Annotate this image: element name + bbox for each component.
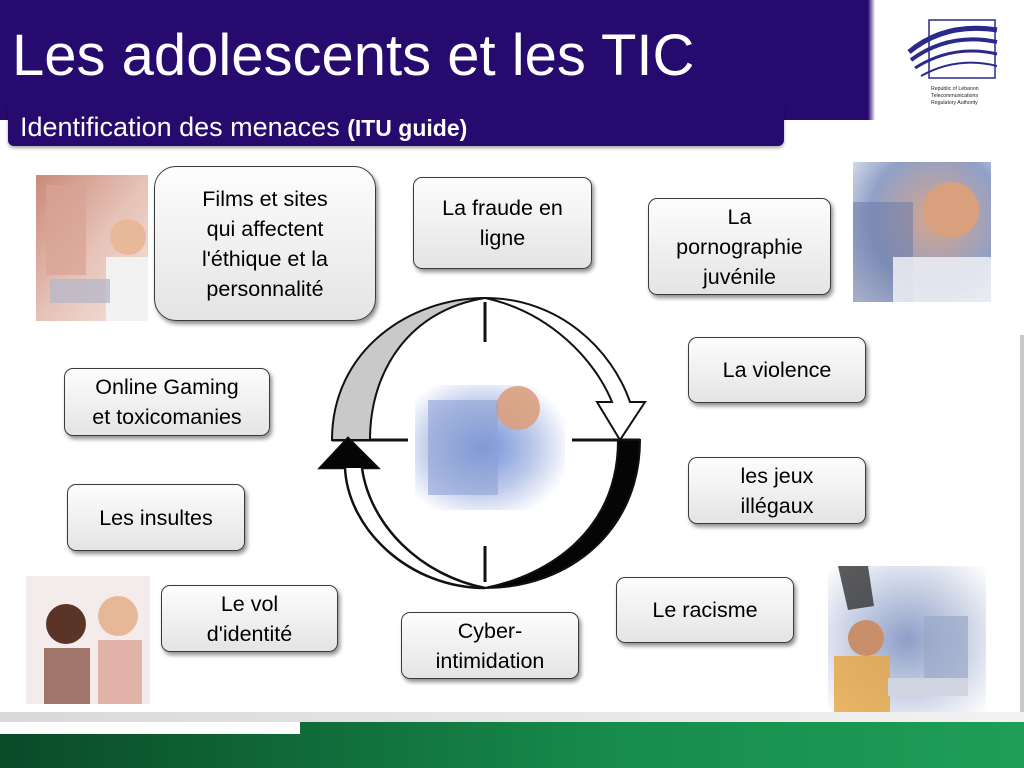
threat-vol-line: d'identité [206,621,293,646]
threat-insultes: Les insultes [67,484,245,551]
photo-girl-laptop-bottomright [828,566,986,714]
threat-jeux-illegaux: les jeux illégaux [688,457,866,524]
threat-films-line: Films et sites [202,186,328,211]
threat-jeux-line: les jeux [740,463,814,488]
threat-gaming-line: Online Gaming [95,375,239,399]
threat-violence-line: La violence [722,358,832,382]
threat-vol-line: Le vol [220,591,279,616]
threat-porno-line: La [727,204,752,229]
threat-porno-line: pornographie [676,234,803,259]
threat-films-line: qui affectent [206,216,324,241]
central-photo-head [496,386,540,430]
photo-boy-computer-topright [853,162,991,302]
slide-subtitle: Identification des menaces (ITU guide) [20,110,467,145]
threat-vol-identite: Le vol d'identité [161,585,338,652]
threat-jeux-line: illégaux [740,493,814,518]
photo-kids-bottomleft [26,576,150,704]
threat-violence: La violence [688,337,866,403]
threat-gaming-line: et toxicomanies [92,405,242,429]
subtitle-main: Identification des menaces [20,112,348,142]
cycle-arrowhead-left [320,438,378,468]
threat-cyber-line: Cyber- [457,618,523,643]
subtitle-bar [8,104,784,146]
footer-gray-band [0,712,1024,722]
threat-cyber-intimidation: Cyber- intimidation [401,612,579,679]
footer-notch [0,722,300,734]
central-photo-laptop [428,400,498,495]
threat-insultes-line: Les insultes [99,505,213,530]
logo-line-2: Telecommunications [931,93,978,99]
slide-title: Les adolescents et les TIC [12,23,695,88]
threat-fraude-line: La fraude en [442,196,563,220]
tra-logo: Republic of Lebanon Telecommunications R… [907,19,998,106]
threat-cyber-line: intimidation [435,648,545,673]
threat-pornographie-juvenile: La pornographie juvénile [648,198,831,295]
threat-porno-line: juvénile [703,264,776,289]
right-edge-rail [1020,335,1024,720]
threat-racisme: Le racisme [616,577,794,643]
subtitle-source: (ITU guide) [347,115,468,141]
photo-teen-computer-topleft [36,175,148,321]
threat-racisme-line: Le racisme [652,598,758,622]
cycle-diagram [317,297,647,590]
threat-fraude-en-ligne: La fraude en ligne [413,177,592,269]
threat-films-ethique: Films et sites qui affectent l'éthique e… [154,166,376,321]
cycle-arrow-gray [330,297,486,441]
threat-fraude-line: ligne [479,226,526,250]
logo-line-1: Republic of Lebanon [931,86,979,92]
threat-online-gaming: Online Gaming et toxicomanies [64,368,270,436]
logo-line-3: Regulatory Authority [931,100,978,106]
threat-films-line: l'éthique et la [201,246,329,271]
cycle-arrow-white [484,297,647,442]
threat-films-line: personnalité [206,276,324,301]
